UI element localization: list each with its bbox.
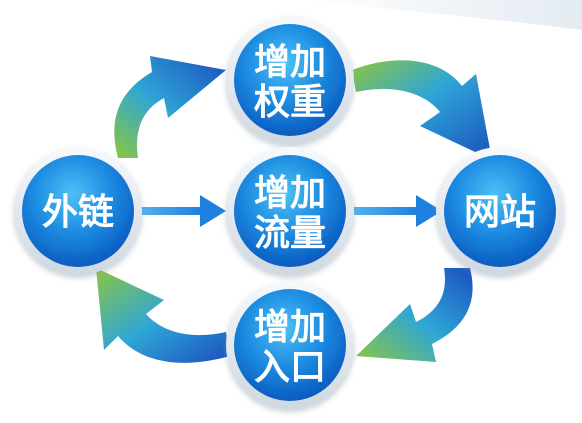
node-add-weight-line2: 权重 xyxy=(253,82,326,123)
curved-arrow-icon xyxy=(352,60,492,160)
node-add-traffic xyxy=(226,147,354,275)
node-add-entrance-line1: 增加 xyxy=(254,307,326,348)
node-external-links-label: 外链 xyxy=(42,192,114,233)
node-add-weight-line1: 增加 xyxy=(254,42,326,83)
node-website xyxy=(436,147,564,275)
node-add-traffic-line2: 流量 xyxy=(254,213,326,254)
decorative-sweep xyxy=(300,0,582,30)
arrow-right-icon xyxy=(138,195,226,227)
curved-arrow-icon xyxy=(356,268,473,362)
curved-arrow-icon xyxy=(114,56,226,158)
node-add-entrance xyxy=(226,281,354,409)
node-website-label: 网站 xyxy=(464,192,536,233)
arrow-right-icon xyxy=(352,195,442,227)
node-add-entrance-line2: 入口 xyxy=(254,347,326,388)
curved-arrow-icon xyxy=(96,268,230,363)
node-add-weight xyxy=(226,16,354,144)
node-external-links xyxy=(14,147,142,275)
node-add-traffic-line1: 增加 xyxy=(254,173,326,214)
